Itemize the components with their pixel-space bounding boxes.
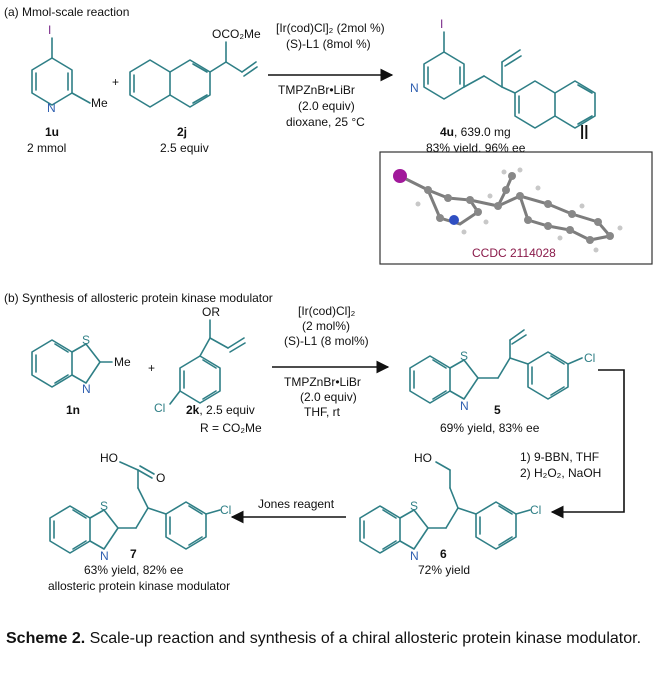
group-label: OR [202,305,220,319]
compound-id-7: 7 [130,547,137,561]
atom-label: S [82,333,90,347]
condition-line: [Ir(cod)Cl]₂ [298,304,356,318]
group-label: HO [100,451,118,465]
atom-label: N [410,81,419,95]
compound-1n-structure: S N Me [31,333,131,396]
compound-id-6: 6 [440,547,447,561]
yield-7: 63% yield, 82% ee [84,563,184,577]
condition-line: 2) H₂O₂, NaOH [520,466,601,480]
product-4u-mass: 4u, 639.0 mg [440,125,511,139]
plus-sign: + [112,75,119,89]
ccdc-label: CCDC 2114028 [472,246,556,260]
condition-line: (S)-L1 (8mol %) [286,37,371,51]
compound-6-structure: HO S N Cl [359,451,541,563]
condition-line: (2.0 equiv) [300,390,357,404]
caption-text: Scale-up reaction and synthesis of a chi… [85,630,642,647]
atom-label: S [410,499,418,513]
condition-line: THF, rt [304,405,341,419]
group-label: OCO₂Me [212,27,261,41]
atom-label: S [100,499,108,513]
group-label: O [156,471,165,485]
atom-label: Cl [154,401,165,415]
compound-id-2j: 2j [177,125,187,139]
atom-label: Cl [220,503,231,517]
atom-label: N [100,549,109,563]
atom-label: Cl [584,351,595,365]
compound-id-1n: 1n [66,403,80,417]
conditions-b1: [Ir(cod)Cl]₂ (2 mol%) (S)-L1 (8 mol%) TM… [284,304,369,419]
crystal-structure-image [393,167,623,253]
atom-label: I [440,17,443,31]
condition-line: (2.0 equiv) [298,99,355,113]
atom-label: Cl [530,503,541,517]
amount-1u: 2 mmol [27,141,66,155]
amount-2j: 2.5 equiv [160,141,209,155]
compound-2k-amount: 2k, 2.5 equiv [186,403,255,417]
group-label: Me [114,355,131,369]
condition-line: [Ir(cod)Cl]₂ (2mol %) [276,21,385,35]
compound-id-5: 5 [494,403,501,417]
condition-line: TMPZnBr•LiBr [278,83,355,97]
plus-sign: + [148,361,155,375]
r-definition: R = CO₂Me [200,421,262,435]
compound-id-1u: 1u [45,125,59,139]
caption-label: Scheme 2. [6,630,86,647]
condition-line: dioxane, 25 °C [286,115,365,129]
atom-label: S [460,349,468,363]
conditions-a: [Ir(cod)Cl]₂ (2mol %) (S)-L1 (8mol %) TM… [276,21,385,129]
section-a-header: (a) Mmol-scale reaction [4,5,129,19]
conditions-b2: 1) 9-BBN, THF 2) H₂O₂, NaOH [520,450,601,480]
compound-1u-structure: I N Me [31,23,108,115]
figure-caption: Scheme 2. Scale-up reaction and synthesi… [6,628,656,650]
section-b-header: (b) Synthesis of allosteric protein kina… [4,291,273,305]
atom-label: I [48,23,51,37]
compound-4u-structure: I N [410,17,596,129]
group-label: HO [414,451,432,465]
condition-line: TMPZnBr•LiBr [284,375,361,389]
atom-label: N [47,101,56,115]
condition-line: (S)-L1 (8 mol%) [284,334,369,348]
compound-2j-structure: OCO₂Me [129,27,261,108]
atom-label: N [82,382,91,396]
compound-5-structure: S N Cl [409,329,595,413]
description-7: allosteric protein kinase modulator [48,579,230,593]
compound-7-structure: HO O S N Cl [49,451,231,563]
condition-line: 1) 9-BBN, THF [520,450,599,464]
yield-5: 69% yield, 83% ee [440,421,540,435]
reaction-scheme: (a) Mmol-scale reaction I N Me 1u 2 mmol… [4,5,653,593]
crystal-structure-box [379,151,653,265]
compound-2k-structure: OR Cl [154,305,246,415]
reaction-arrow-b2 [550,369,625,519]
yield-6: 72% yield [418,563,470,577]
atom-label: N [410,549,419,563]
conditions-b3: Jones reagent [258,497,335,511]
group-label: Me [91,96,108,110]
condition-line: (2 mol%) [302,319,350,333]
atom-label: N [460,399,469,413]
equals-mark: || [580,123,588,140]
